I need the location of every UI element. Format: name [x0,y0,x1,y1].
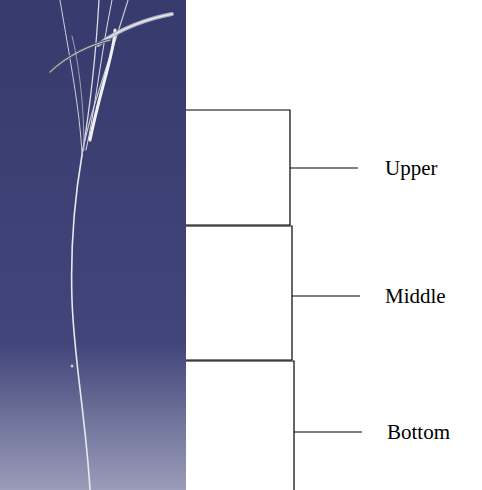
section-brackets [186,110,362,490]
plant-stem [50,0,172,490]
stem-node [71,365,74,368]
section-label: Upper [385,158,437,179]
section-label: Middle [385,286,446,307]
render-background [0,0,186,490]
section-label: Bottom [387,422,450,443]
